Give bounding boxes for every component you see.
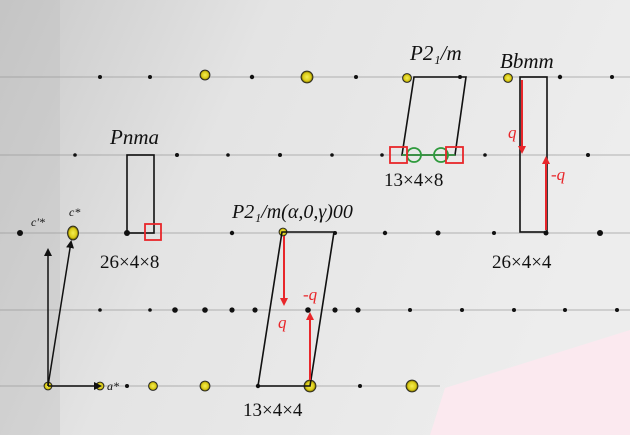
p21m-cell-size: 13×4×8 — [384, 170, 443, 191]
reflection-spots — [17, 74, 619, 389]
pnma-label: Pnma — [109, 125, 159, 149]
axis-a-label: a* — [107, 379, 119, 393]
p21m-modulated-label: P2₁/m(α,0,γ)00 — [231, 201, 353, 223]
pnma-cell — [126, 154, 155, 234]
p21m-label: P2₁/m — [409, 41, 462, 65]
arrow-axes-icon — [44, 240, 102, 390]
mod-minus-q-label: -q — [303, 285, 318, 304]
bbmm-label: Bbmm — [500, 49, 554, 73]
bbmm-minus-q-label: -q — [551, 165, 566, 184]
bbmm-q-label: q — [508, 123, 517, 142]
film-left-shade — [0, 0, 60, 435]
axis-c-label: c* — [69, 205, 80, 219]
p21m-modulated-cell — [257, 231, 335, 387]
mod-q-label: q — [278, 313, 287, 332]
mod-cell-size: 13×4×4 — [243, 400, 303, 421]
pnma-square-marker — [144, 223, 162, 241]
bbmm-cell-size: 26×4×4 — [492, 252, 552, 273]
red-square-icon — [389, 146, 408, 164]
pnma-cell-size: 26×4×8 — [100, 252, 159, 273]
red-square-icon — [445, 146, 464, 164]
bbmm-cell — [519, 76, 548, 233]
green-circle-icon — [433, 147, 449, 163]
axis-c-prime-label: c'* — [31, 215, 45, 229]
